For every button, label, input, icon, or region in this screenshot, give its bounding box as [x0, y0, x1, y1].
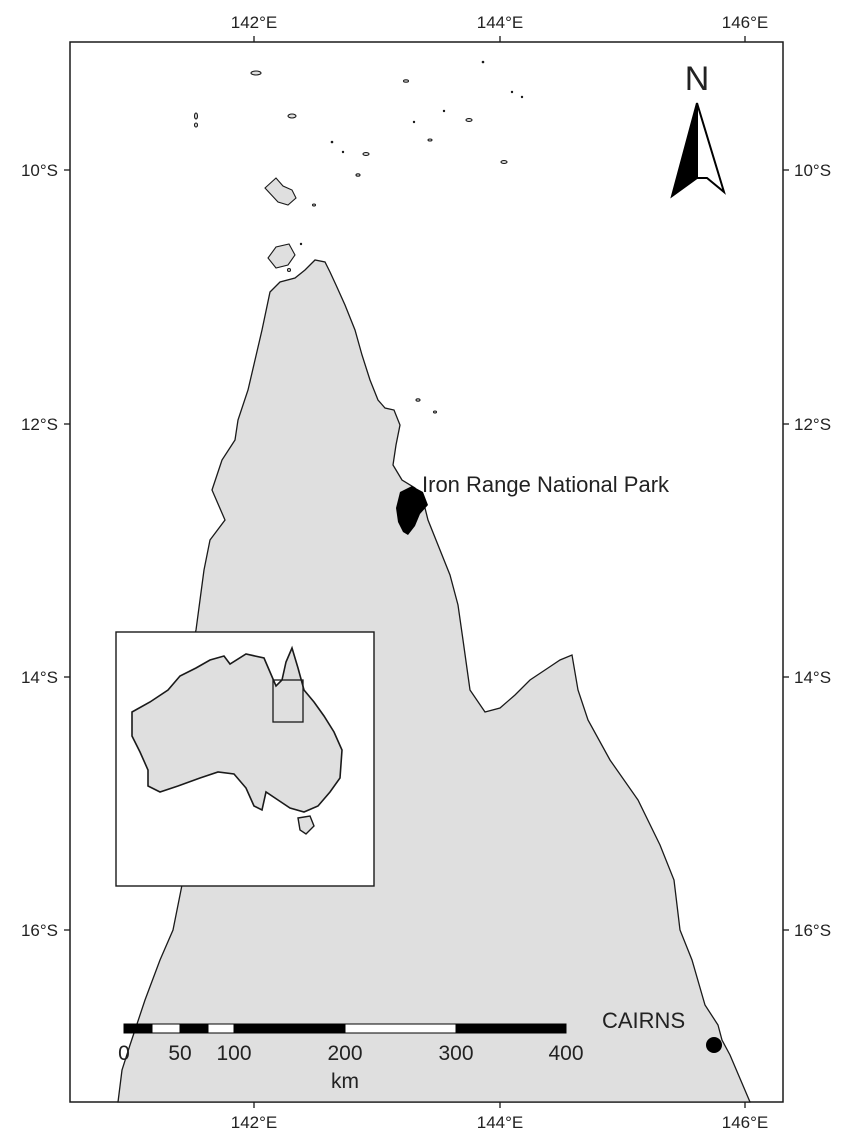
scale-tick-200: 200 — [327, 1042, 362, 1065]
australia-inset — [115, 631, 375, 887]
scale-tick-0: 0 — [118, 1042, 130, 1065]
y-tick-right-14: 14°S — [794, 668, 831, 687]
scale-tick-400: 400 — [548, 1042, 583, 1065]
torres-strait-islands — [193, 70, 508, 414]
y-tick-left-14: 14°S — [21, 668, 58, 687]
scale-tick-50: 50 — [168, 1042, 191, 1065]
australia-mainland — [131, 645, 343, 813]
scale-tick-100: 100 — [216, 1042, 251, 1065]
cairns-label: CAIRNS — [602, 1008, 685, 1033]
scale-tick-300: 300 — [438, 1042, 473, 1065]
x-tick-top-146: 146°E — [722, 13, 769, 32]
park-label: Iron Range National Park — [422, 472, 670, 497]
iron-range-park-area — [396, 486, 428, 535]
y-tick-right-12: 12°S — [794, 415, 831, 434]
x-tick-top-142: 142°E — [231, 13, 278, 32]
scale-bar: 0 50 100 200 300 400 km — [118, 1023, 584, 1093]
small-island-dots — [299, 60, 524, 246]
y-tick-left-10: 10°S — [21, 161, 58, 180]
x-tick-bottom-142: 142°E — [231, 1113, 278, 1132]
cairns-marker — [706, 1037, 722, 1053]
y-tick-right-16: 16°S — [794, 921, 831, 940]
y-tick-left-16: 16°S — [21, 921, 58, 940]
north-arrow: N — [670, 60, 726, 199]
x-tick-top-144: 144°E — [477, 13, 524, 32]
north-label: N — [685, 60, 710, 98]
north-arrow-right-half — [696, 102, 726, 195]
y-tick-right-10: 10°S — [794, 161, 831, 180]
x-tick-bottom-146: 146°E — [722, 1113, 769, 1132]
x-tick-bottom-144: 144°E — [477, 1113, 524, 1132]
axis-tick-marks — [64, 36, 789, 1108]
tasmania — [297, 815, 315, 835]
inset-location-box — [272, 679, 304, 723]
y-tick-left-12: 12°S — [21, 415, 58, 434]
cape-york-landmass — [117, 259, 751, 1103]
scale-unit: km — [331, 1070, 359, 1093]
